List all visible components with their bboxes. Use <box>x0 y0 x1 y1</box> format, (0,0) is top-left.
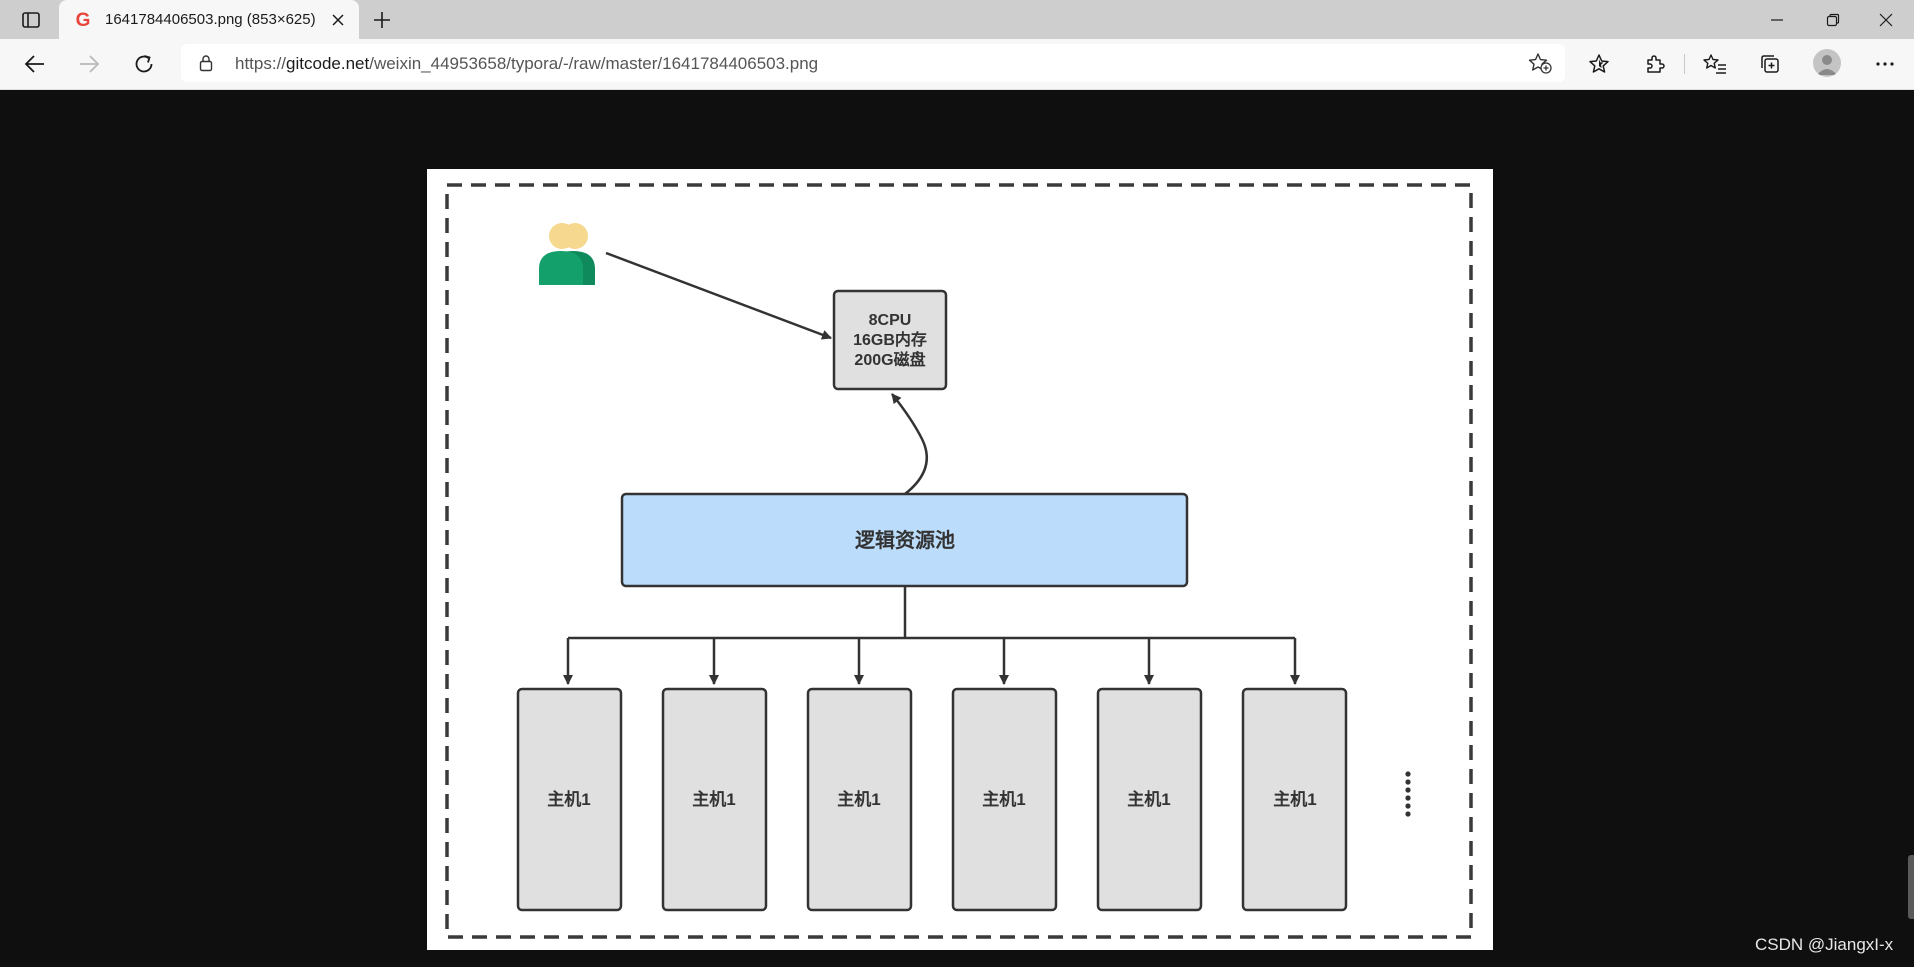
server-spec-box: 8CPU 16GB内存 200G磁盘 <box>832 289 948 391</box>
logical-resource-pool: 逻辑资源池 <box>620 492 1189 588</box>
forward-button[interactable] <box>71 47 107 81</box>
refresh-button[interactable] <box>126 47 162 81</box>
users-icon <box>539 223 595 285</box>
minimize-icon <box>1771 18 1783 21</box>
close-icon <box>1879 13 1893 26</box>
active-tab[interactable]: G 1641784406503.png (853×625) <box>59 0 359 39</box>
add-favorite-button[interactable] <box>1527 51 1553 75</box>
favorites-button[interactable] <box>1581 47 1617 81</box>
pool-label: 逻辑资源池 <box>855 528 955 552</box>
tab-actions-icon <box>22 12 40 28</box>
architecture-diagram: 8CPU 16GB内存 200G磁盘 逻辑资源池 主机1 <box>445 183 1473 939</box>
dashed-boundary <box>445 183 1473 939</box>
more-button[interactable] <box>1867 47 1903 81</box>
profile-icon <box>1817 55 1837 75</box>
tab-favicon-icon: G <box>73 10 93 30</box>
host-box: 主机1 <box>1096 687 1203 912</box>
minimize-button[interactable] <box>1749 0 1805 39</box>
users-to-server-arrow <box>605 251 832 340</box>
close-window-button[interactable] <box>1858 0 1914 39</box>
close-icon <box>332 14 344 26</box>
browser-toolbar: https://gitcode.net/weixin_44953658/typo… <box>0 39 1914 90</box>
toolbar-separator <box>1684 54 1685 74</box>
favorites-bar-button[interactable] <box>1697 47 1733 81</box>
host-box: 主机1 <box>661 687 768 912</box>
star-plus-icon <box>1528 53 1552 74</box>
host-label: 主机1 <box>1127 789 1170 809</box>
host-label: 主机1 <box>982 789 1025 809</box>
csdn-watermark: CSDN @JiangxI-x <box>1755 935 1894 954</box>
close-tab-button[interactable] <box>327 9 349 31</box>
url-host: gitcode.net <box>286 54 370 73</box>
host-box: 主机1 <box>806 687 913 912</box>
plus-icon <box>374 12 390 28</box>
host-box: 主机1 <box>951 687 1058 912</box>
star-icon <box>1589 54 1609 73</box>
puzzle-icon <box>1647 55 1665 73</box>
restore-icon <box>1826 13 1840 26</box>
more-icon <box>1876 62 1894 66</box>
tab-actions-button[interactable] <box>14 6 48 34</box>
server-disk-label: 200G磁盘 <box>854 350 925 369</box>
host-label: 主机1 <box>692 789 735 809</box>
restore-button[interactable] <box>1805 0 1861 39</box>
svg-text:G: G <box>76 10 91 30</box>
server-memory-label: 16GB内存 <box>853 330 927 349</box>
pool-to-server-arrow <box>891 393 929 495</box>
scrollbar-handle[interactable] <box>1908 855 1914 919</box>
host-box: 主机1 <box>516 687 623 912</box>
refresh-icon <box>135 55 153 73</box>
host-label: 主机1 <box>1273 789 1316 809</box>
avatar[interactable] <box>1813 49 1841 77</box>
lock-icon[interactable] <box>197 54 215 72</box>
pool-to-hosts-connectors <box>563 586 1300 685</box>
tab-title: 1641784406503.png (853×625) <box>105 11 316 28</box>
back-button[interactable] <box>17 47 53 81</box>
host-box: 主机1 <box>1241 687 1348 912</box>
viewed-image: 8CPU 16GB内存 200G磁盘 逻辑资源池 主机1 <box>427 169 1493 950</box>
forward-arrow-icon <box>80 55 100 73</box>
tab-strip: G 1641784406503.png (853×625) <box>0 0 1914 39</box>
back-arrow-icon <box>24 55 44 73</box>
favorites-list-icon <box>1703 54 1726 74</box>
server-cpu-label: 8CPU <box>869 312 912 329</box>
url-path: /weixin_44953658/typora/-/raw/master/164… <box>369 54 819 73</box>
host-label: 主机1 <box>547 789 590 809</box>
address-bar[interactable]: https://gitcode.net/weixin_44953658/typo… <box>181 44 1565 82</box>
collections-icon <box>1761 55 1779 73</box>
url-protocol: https:// <box>235 54 287 73</box>
new-tab-button[interactable] <box>368 6 396 34</box>
collections-button[interactable] <box>1752 47 1788 81</box>
extensions-button[interactable] <box>1637 47 1673 81</box>
vertical-ellipsis-icon <box>1405 771 1411 817</box>
url-text[interactable]: https://gitcode.net/weixin_44953658/typo… <box>235 54 818 74</box>
host-label: 主机1 <box>837 789 880 809</box>
